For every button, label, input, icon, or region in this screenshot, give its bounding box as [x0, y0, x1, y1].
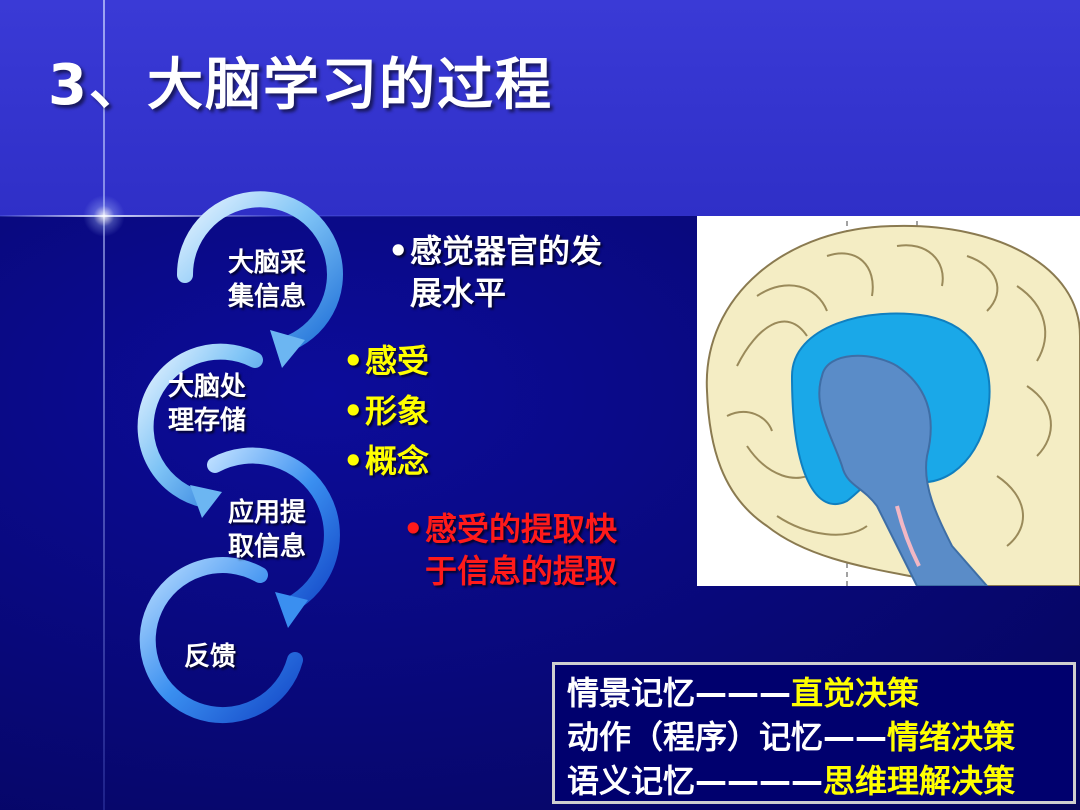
- decorative-horizontal-line: [0, 215, 700, 217]
- bullet-item: •感受: [343, 336, 429, 386]
- bullet-list-retrieval: • 感受的提取快 于信息的提取: [403, 508, 665, 592]
- bullet-dot-icon: •: [388, 232, 409, 270]
- cycle-step-process: 大脑处 理存储: [168, 372, 247, 436]
- cycle-step-feedback: 反馈: [184, 642, 237, 672]
- bullet-dot-icon: •: [343, 442, 364, 480]
- memory-row-episodic: 情景记忆———直觉决策: [567, 674, 920, 712]
- memory-row-semantic: 语义记忆————思维理解决策: [567, 762, 1016, 800]
- bullet-dot-icon: •: [343, 392, 364, 430]
- bullet-list-senses: • 感觉器官的发 展水平: [388, 230, 650, 314]
- brain-sagittal-icon: [697, 216, 1080, 586]
- slide-title: 3、大脑学习的过程: [48, 53, 553, 118]
- curved-arrow-icon: [137, 191, 343, 724]
- bullet-item: •形象: [343, 386, 429, 436]
- bullet-list-processing: •感受 •形象 •概念: [343, 336, 429, 486]
- cycle-step-collect: 大脑采 集信息: [228, 248, 307, 312]
- decorative-glow: [83, 195, 125, 237]
- slide-header: [0, 0, 1080, 216]
- bullet-dot-icon: •: [403, 510, 424, 548]
- learning-cycle: 大脑采 集信息 大脑处 理存储 应用提 取信息 反馈: [110, 180, 390, 740]
- bullet-item: • 感受的提取快 于信息的提取: [403, 510, 618, 590]
- bullet-dot-icon: •: [343, 342, 364, 380]
- bullet-item: • 感觉器官的发 展水平: [388, 232, 603, 312]
- decorative-vertical-line: [103, 0, 105, 810]
- cycle-step-apply: 应用提 取信息: [228, 498, 307, 562]
- bullet-item: •概念: [343, 436, 429, 486]
- memory-decision-box: 情景记忆———直觉决策 动作（程序）记忆——情绪决策 语义记忆————思维理解决…: [552, 662, 1076, 804]
- memory-row-procedural: 动作（程序）记忆——情绪决策: [567, 718, 1016, 756]
